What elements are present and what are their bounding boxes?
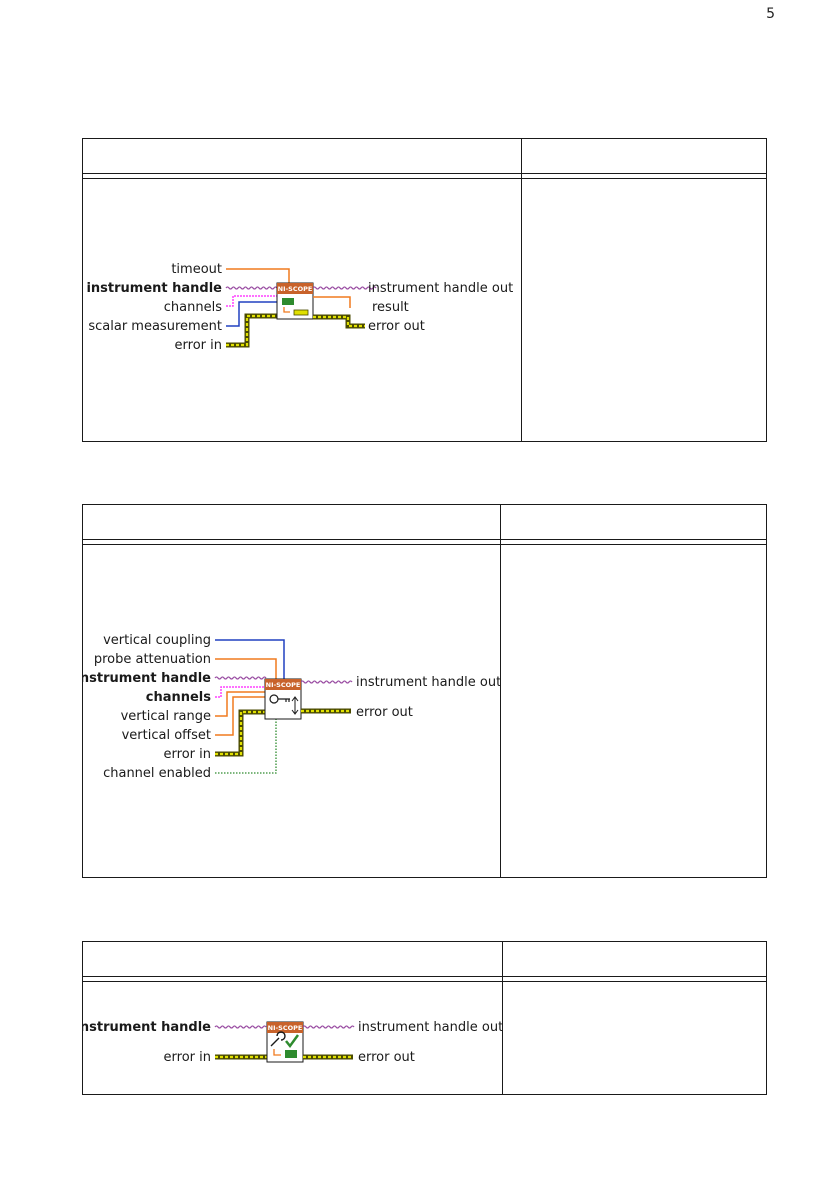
vi-table-configure-vertical: vertical coupling probe attenuation inst…	[82, 504, 767, 878]
wire-instrument-handle-out	[312, 286, 377, 290]
input-label-channel-enabled: channel enabled	[103, 766, 211, 781]
output-label-error-out: error out	[356, 705, 413, 720]
connector-pane-cell: instrument handle error in NI-SCOPE	[82, 981, 503, 1095]
table-header-right	[521, 138, 767, 174]
input-label-instrument-handle: instrument handle	[83, 1020, 211, 1035]
ni-scope-read-measurement-icon: NI-SCOPE	[276, 282, 314, 320]
wire-channel-enabled	[215, 719, 277, 774]
table-header-right	[502, 941, 767, 977]
input-label-vertical-range: vertical range	[121, 709, 211, 724]
svg-text:NI-SCOPE: NI-SCOPE	[278, 285, 313, 293]
input-label-timeout: timeout	[171, 262, 222, 277]
vi-table-initiate-acquisition: instrument handle error in NI-SCOPE	[82, 941, 767, 1095]
output-label-instrument-handle-out: instrument handle out	[368, 281, 513, 296]
input-label-probe-attenuation: probe attenuation	[94, 652, 211, 667]
input-label-instrument-handle: instrument handle	[83, 671, 211, 686]
output-label-instrument-handle-out: instrument handle out	[356, 675, 500, 690]
input-label-vertical-coupling: vertical coupling	[103, 633, 211, 648]
input-label-instrument-handle: instrument handle	[86, 281, 222, 296]
ni-scope-initiate-acquisition-icon: NI-SCOPE	[266, 1021, 304, 1063]
wire-probe-attenuation	[215, 658, 277, 679]
wire-instrument-handle-out	[302, 1025, 355, 1029]
output-label-result: result	[372, 300, 409, 315]
output-label-instrument-handle-out: instrument handle out	[358, 1020, 502, 1035]
input-label-channels: channels	[146, 690, 212, 705]
input-label-error-in: error in	[164, 1050, 211, 1065]
wire-error-in	[226, 313, 277, 348]
input-label-error-in: error in	[175, 338, 222, 353]
svg-text:NI-SCOPE: NI-SCOPE	[268, 1024, 303, 1032]
description-cell	[502, 981, 767, 1095]
wire-result	[313, 296, 351, 308]
ni-scope-configure-vertical-icon: NI-SCOPE	[264, 678, 302, 720]
table-header-left	[82, 504, 501, 540]
wire-vertical-coupling	[215, 639, 285, 679]
wire-error-out	[313, 314, 365, 329]
input-label-vertical-offset: vertical offset	[122, 728, 211, 743]
connector-pane-diagram: timeout instrument handle channels scala…	[86, 262, 513, 353]
wire-channels	[215, 686, 265, 698]
vi-table-read-measurement: timeout instrument handle channels scala…	[82, 138, 767, 442]
table-header-right	[500, 504, 767, 540]
wire-scalar-measurement	[226, 301, 277, 327]
output-label-error-out: error out	[358, 1050, 415, 1065]
table-header-left	[82, 138, 522, 174]
input-label-error-in: error in	[164, 747, 211, 762]
table-header-left	[82, 941, 503, 977]
output-label-error-out: error out	[368, 319, 425, 334]
description-cell	[521, 178, 767, 442]
connector-pane-diagram: vertical coupling probe attenuation inst…	[83, 633, 500, 781]
description-cell	[500, 544, 767, 878]
wire-vertical-offset	[215, 696, 265, 736]
svg-text:NI-SCOPE: NI-SCOPE	[266, 681, 301, 689]
wire-timeout	[226, 268, 290, 283]
connector-pane-cell: vertical coupling probe attenuation inst…	[82, 544, 501, 878]
input-label-scalar-measurement: scalar measurement	[88, 319, 222, 334]
wire-channels	[226, 295, 277, 307]
wire-instrument-handle-out	[300, 680, 353, 684]
wire-vertical-range	[215, 691, 265, 717]
wire-instrument-handle	[214, 676, 267, 680]
connector-pane-cell: timeout instrument handle channels scala…	[82, 178, 522, 442]
connector-pane-diagram: instrument handle error in NI-SCOPE	[83, 1020, 502, 1065]
wire-instrument-handle	[214, 1025, 267, 1029]
input-label-channels: channels	[164, 300, 222, 315]
page-number: 5	[766, 6, 775, 22]
